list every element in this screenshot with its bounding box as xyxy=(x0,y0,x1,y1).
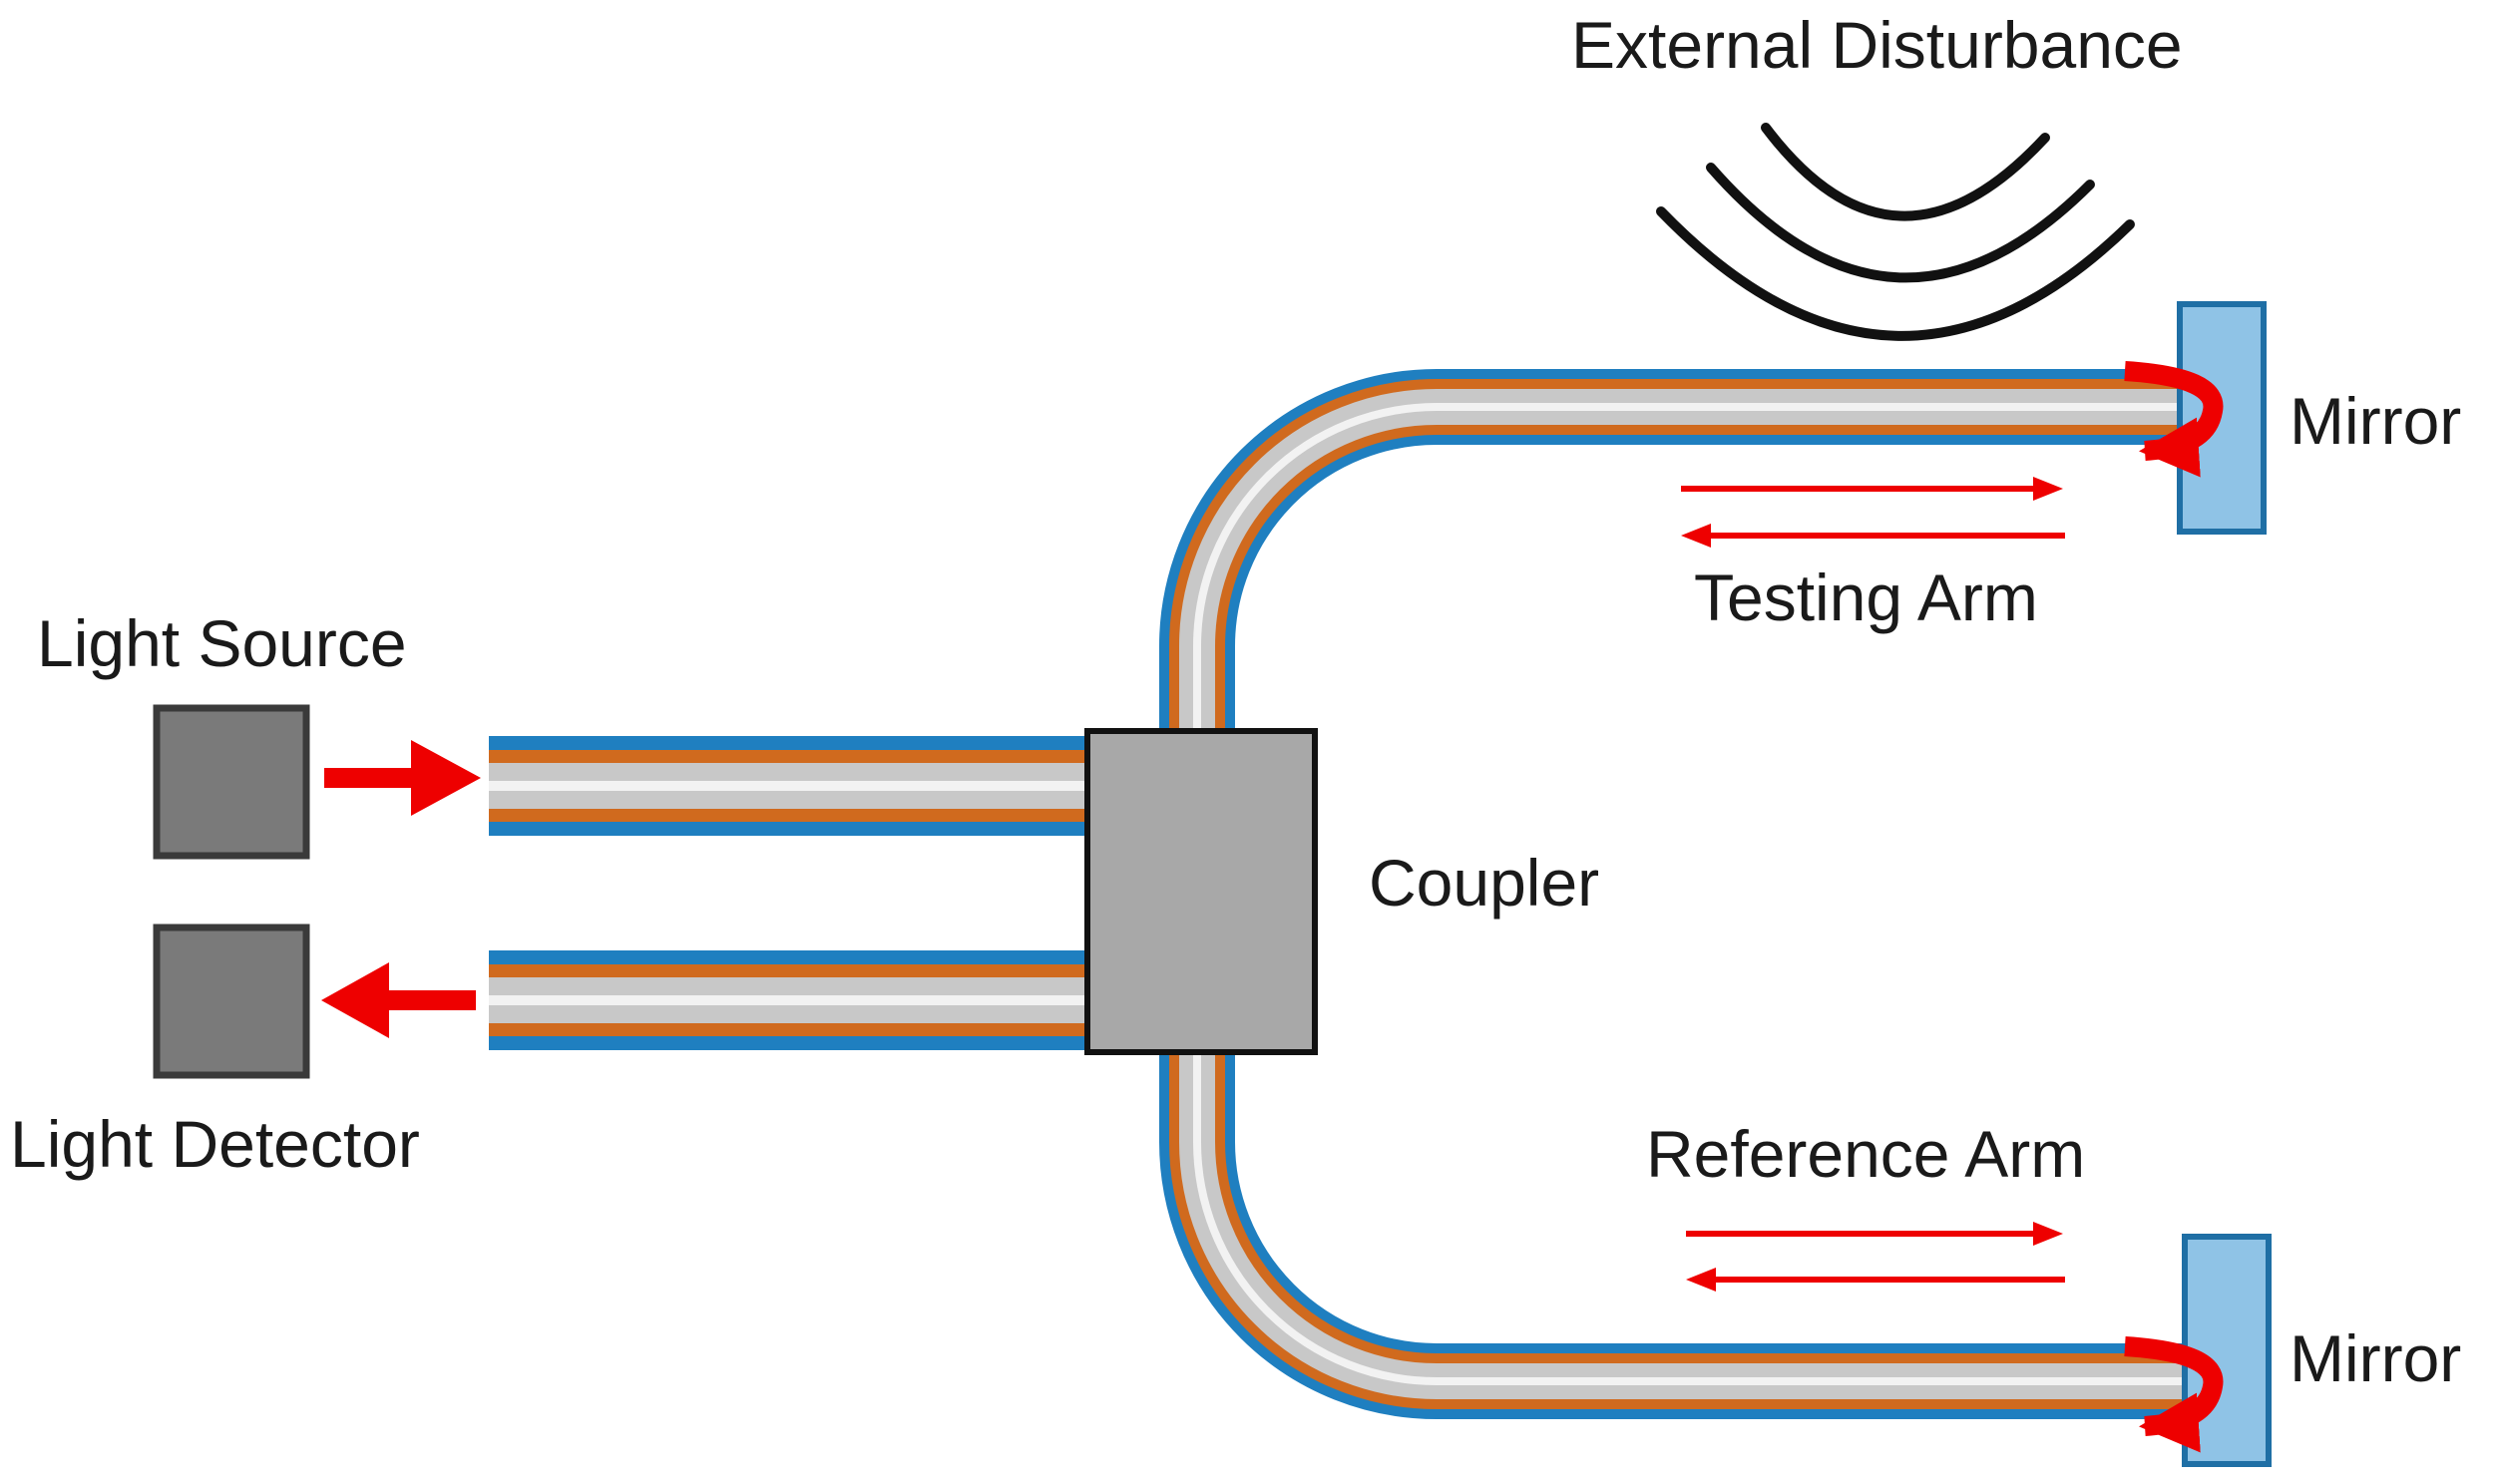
disturbance-waves-icon xyxy=(1656,123,2135,341)
reflection-arrow-bottom-icon xyxy=(2124,1336,2224,1453)
coupler-box xyxy=(1084,728,1318,1055)
reflection-arrow-top-icon xyxy=(2124,361,2224,478)
testing-arm-fiber xyxy=(1159,369,2205,733)
label-reference-arm: Reference Arm xyxy=(1646,1117,2085,1191)
wave-outer xyxy=(1656,206,2135,341)
fiber-to-detector-arrow-icon xyxy=(321,962,476,1038)
label-mirror-bottom: Mirror xyxy=(2290,1321,2461,1395)
wave-inner xyxy=(1761,123,2050,221)
label-light-source: Light Source xyxy=(37,606,407,680)
label-mirror-top: Mirror xyxy=(2290,384,2461,458)
source-to-fiber-arrow-icon xyxy=(324,740,481,816)
wave-middle xyxy=(1706,163,2095,283)
testing-arm-arrows-icon xyxy=(1681,477,2065,548)
reference-arm-arrows-icon xyxy=(1686,1222,2065,1292)
light-source-box xyxy=(153,704,310,860)
label-testing-arm: Testing Arm xyxy=(1694,560,2038,634)
label-external-disturbance: External Disturbance xyxy=(1571,8,2183,82)
light-detector-box xyxy=(153,924,310,1079)
mirror-top xyxy=(2177,301,2267,535)
label-light-detector: Light Detector xyxy=(10,1107,420,1181)
label-coupler: Coupler xyxy=(1369,846,1599,920)
reference-arm-fiber xyxy=(1159,1052,2205,1419)
